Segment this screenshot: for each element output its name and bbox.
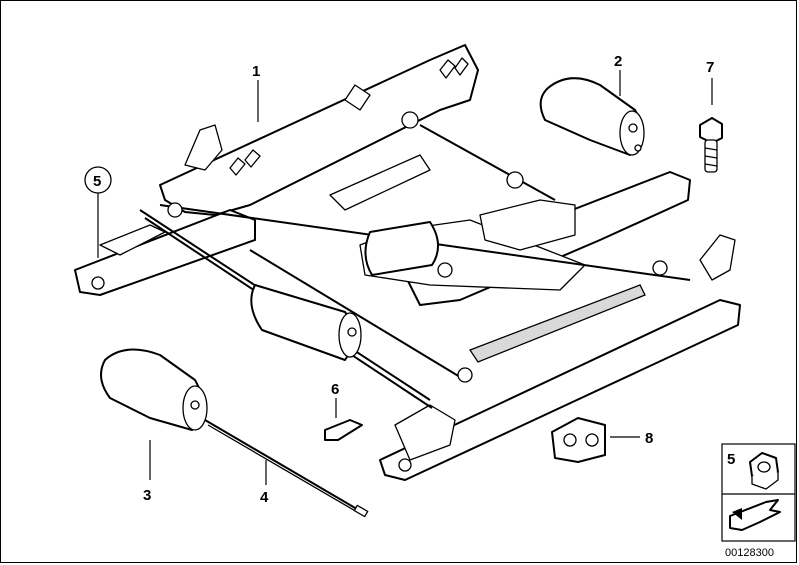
- callout-2: 2: [614, 53, 622, 70]
- hex-nut-icon: [749, 452, 779, 490]
- clip-part-6: [324, 419, 363, 441]
- motor-part-2: [539, 77, 645, 156]
- bracket-part-8: [551, 417, 606, 463]
- callout-4: 4: [260, 489, 269, 506]
- legend-label: 5: [727, 451, 735, 468]
- seat-frame-assembly: [74, 44, 741, 481]
- callout-7: 7: [706, 59, 714, 76]
- callout-labels: 1 2 3 4 5 6 7 8: [84, 53, 714, 506]
- bolt-part-7: [699, 117, 723, 173]
- callout-3: 3: [143, 487, 151, 504]
- callout-5: 5: [93, 173, 101, 190]
- motor-part-3: [100, 348, 208, 431]
- return-arrow-icon: [729, 499, 781, 531]
- callout-8: 8: [645, 430, 653, 447]
- callout-5-circle: [84, 166, 112, 194]
- callout-6: 6: [331, 381, 339, 398]
- leader-lines: [97, 70, 713, 485]
- callout-1: 1: [252, 63, 260, 80]
- legend-box: 5: [721, 443, 796, 542]
- flex-shaft-part-4: [204, 419, 369, 518]
- reference-number: 00128300: [725, 547, 774, 559]
